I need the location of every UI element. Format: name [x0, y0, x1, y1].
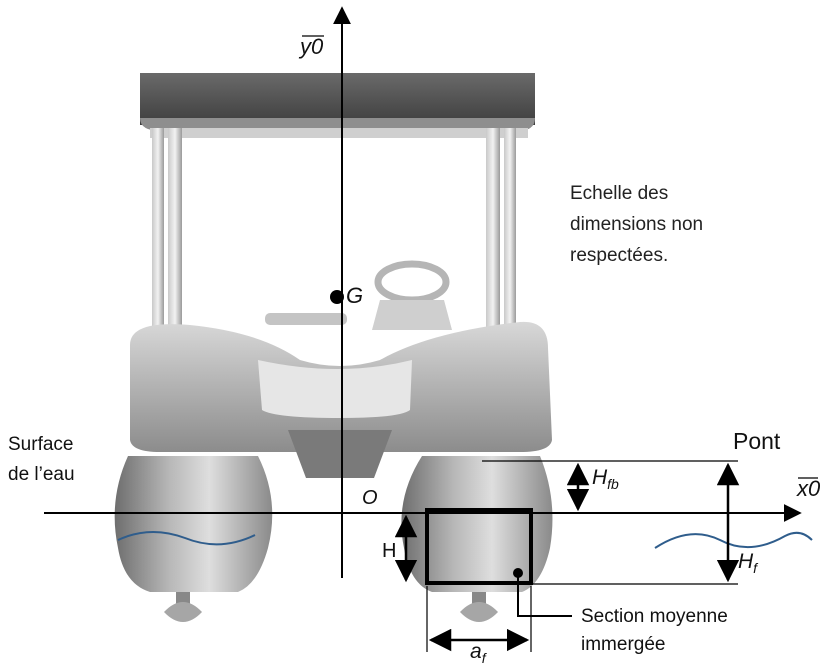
height-Hfb-label: Hfb	[592, 466, 619, 493]
seat-table	[265, 313, 347, 325]
roof	[140, 73, 535, 125]
float-left	[114, 456, 273, 622]
wave-right	[654, 531, 813, 549]
deck-label: Pont	[733, 428, 781, 454]
center-of-gravity-label: G	[346, 283, 364, 308]
canopy	[140, 73, 535, 333]
water-surface-line1: Surface	[8, 434, 74, 455]
origin-label: O	[362, 487, 378, 509]
scale-note: Echelle des dimensions non respectées.	[570, 178, 703, 271]
center-of-gravity-dot	[330, 290, 344, 304]
canopy-pole	[168, 128, 182, 333]
canopy-pole	[486, 128, 500, 333]
immersed-section-rect	[425, 508, 533, 585]
section-centroid-dot	[513, 568, 523, 578]
section-leader-line	[517, 575, 572, 617]
width-af-label: af	[470, 640, 486, 667]
y-axis-label: y0	[300, 34, 324, 59]
height-H-label: H	[382, 540, 397, 562]
canopy-pole	[152, 128, 164, 333]
propeller-left	[164, 602, 202, 622]
float-right	[401, 456, 553, 622]
console	[265, 260, 452, 330]
x-axis-label: x0	[797, 476, 820, 501]
water-surface-label: Surface de l’eau	[8, 430, 75, 490]
center-keel	[288, 430, 392, 478]
canopy-pole	[504, 128, 516, 333]
section-label: Section moyenne immergée	[581, 603, 728, 659]
water-surface-line2: de l’eau	[8, 464, 75, 485]
height-Hf-label: Hf	[738, 550, 758, 577]
wave-left	[117, 530, 256, 546]
section-line1: Section moyenne	[581, 606, 728, 627]
propeller-right	[460, 602, 498, 622]
scale-note-line1: Echelle des	[570, 183, 669, 204]
scale-note-line2: dimensions non	[570, 214, 704, 235]
scale-note-line3: respectées.	[570, 245, 669, 266]
section-line2: immergée	[581, 634, 666, 655]
steering-wheel	[374, 260, 450, 304]
